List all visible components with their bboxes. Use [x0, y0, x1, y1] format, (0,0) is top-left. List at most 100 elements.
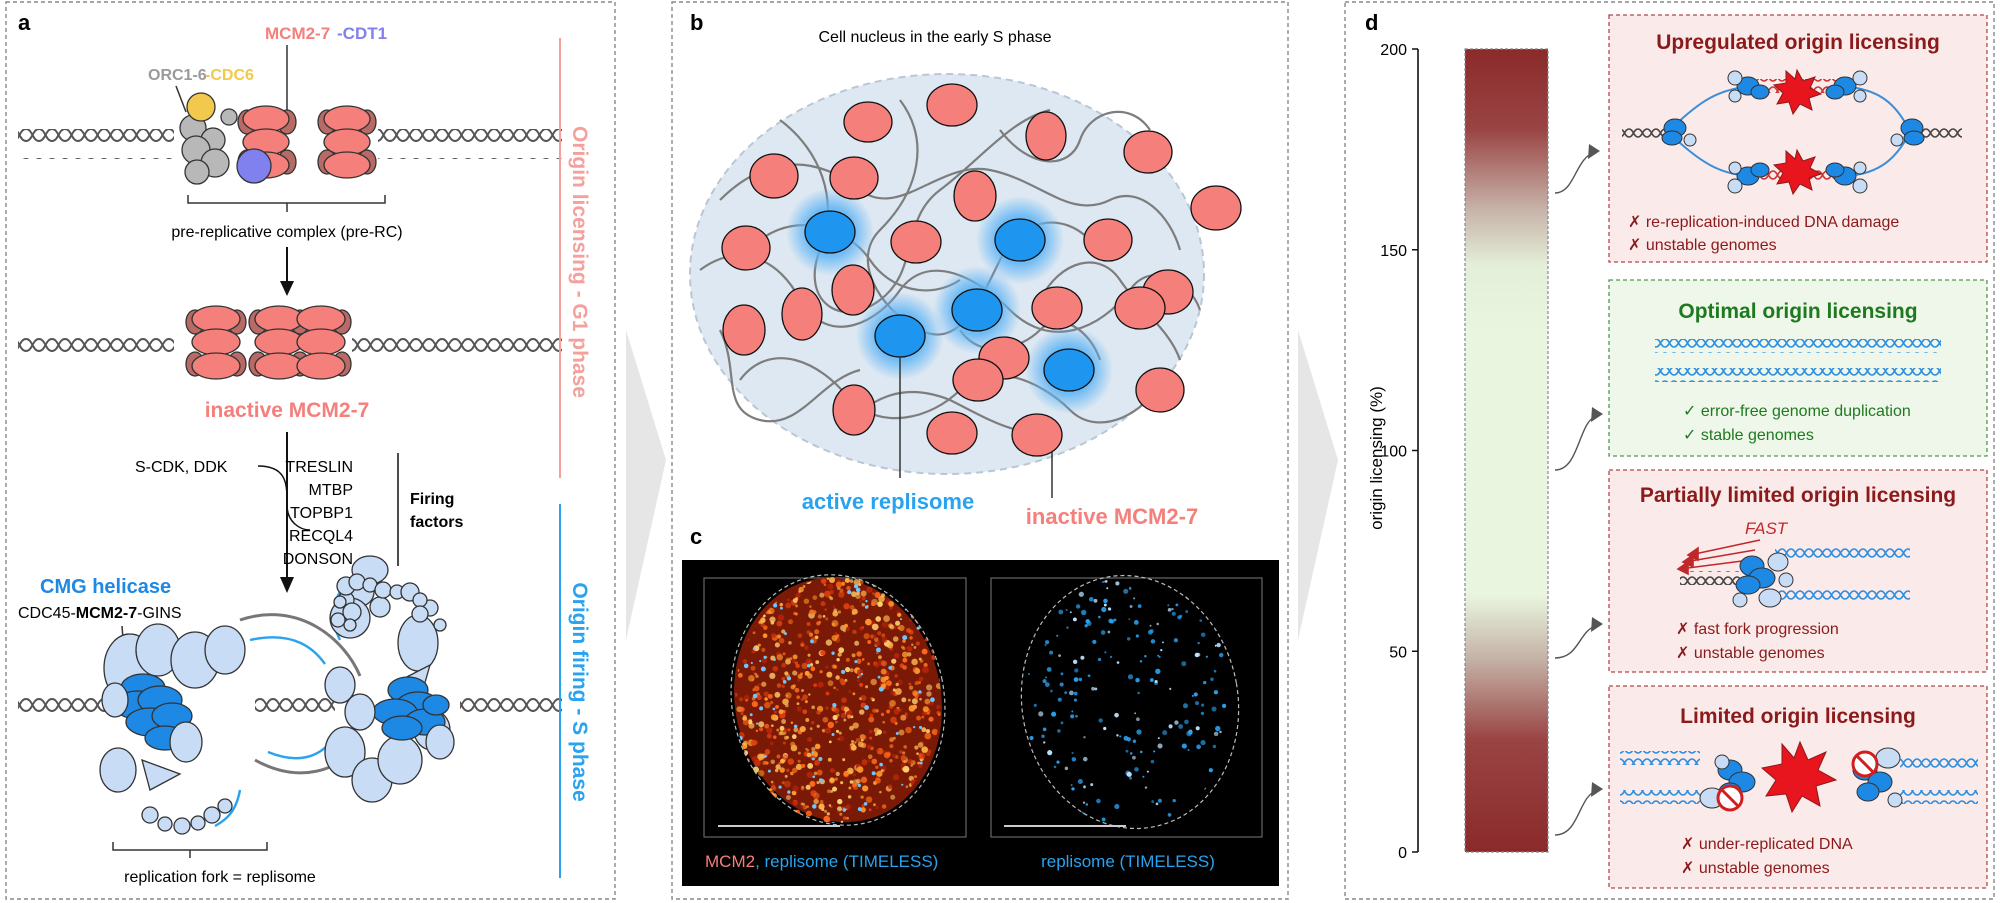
microscopy-inset-right: [990, 577, 1263, 838]
mcm2-speckle: [835, 729, 840, 733]
timeless-speckle: [1208, 768, 1213, 773]
mcm2-speckle: [916, 752, 919, 756]
timeless-speckle: [918, 725, 923, 729]
mcm2-speckle: [918, 676, 924, 682]
timeless-speckle: [1103, 726, 1107, 731]
timeless-speckle: [1188, 730, 1193, 735]
mcm2-speckle: [839, 812, 843, 816]
mcm2-speckle: [809, 609, 815, 615]
mcm2-speckle: [795, 604, 798, 608]
mcm2-speckle: [921, 746, 928, 753]
timeless-speckle: [1155, 802, 1159, 806]
mcm2-speckle: [859, 600, 862, 603]
mcm2-speckle: [791, 734, 797, 740]
mcm2-speckle: [868, 716, 875, 723]
mcm2-speckle: [827, 583, 834, 590]
mcm2-speckle: [794, 661, 799, 665]
mcm2-speckle: [804, 700, 808, 704]
mcm2-speckle: [898, 729, 905, 736]
mcm2-speckle: [767, 693, 773, 699]
mcm2-speckle: [810, 662, 813, 666]
mcm2-speckle: [800, 640, 804, 644]
mcm2-speckle: [814, 743, 821, 750]
timeless-speckle: [1167, 604, 1170, 607]
mcm2-speckle: [805, 784, 811, 790]
mcm2-speckle: [766, 727, 773, 734]
mcm2-speckle: [807, 762, 814, 769]
timeless-speckle: [763, 655, 767, 659]
mcm2-speckle: [849, 668, 854, 673]
mcm2-speckle: [874, 777, 881, 784]
timeless-speckle: [855, 587, 861, 593]
mcm2-speckle: [769, 788, 773, 792]
mcm2-speckle: [845, 710, 853, 717]
timeless-speckle: [778, 785, 782, 789]
prerc-label: pre-replicative complex (pre-RC): [171, 224, 402, 241]
timeless-speckle: [752, 693, 758, 699]
mcm2-speckle: [922, 666, 929, 674]
timeless-speckle: [1134, 767, 1139, 772]
mcm2-speckle: [816, 710, 821, 715]
timeless-speckle: [871, 771, 876, 776]
mcm2-speckle: [804, 670, 810, 676]
mcm2-speckle: [861, 658, 865, 661]
mcm2-speckle: [872, 592, 875, 595]
mcm2-speckle: [808, 693, 811, 696]
timeless-speckle: [760, 666, 766, 672]
mcm2-speckle: [905, 785, 909, 789]
mcm2-speckle: [769, 741, 774, 746]
timeless-speckle: [1139, 750, 1143, 754]
mcm2-speckle: [851, 740, 855, 744]
orc-label: ORC1-6: [148, 67, 207, 84]
cmg-label: CMG helicase: [40, 576, 171, 598]
mcm2-speckle: [908, 685, 914, 690]
factor-mtbp: MTBP: [309, 482, 353, 499]
mcm2-speckle: [888, 601, 895, 607]
mcm2-speckle: [856, 766, 864, 773]
timeless-speckle: [1056, 760, 1060, 764]
mcm2-speckle: [921, 648, 928, 655]
mcm2-speckle: [763, 625, 768, 630]
mcm2-speckle: [931, 728, 939, 736]
timeless-speckle: [1101, 606, 1107, 613]
timeless-speckle: [1221, 703, 1227, 709]
panel-b-label: b: [690, 10, 703, 35]
mcm2-speckle: [761, 647, 766, 652]
mcm2-speckle: [921, 715, 925, 719]
mcm2-speckle: [844, 623, 848, 628]
mcm2-speckle: [893, 774, 900, 781]
timeless-speckle: [1213, 669, 1217, 673]
timeless-speckle: [1033, 703, 1037, 707]
timeless-speckle: [1125, 749, 1129, 753]
timeless-speckle: [1115, 581, 1120, 586]
mcm2-speckle: [758, 757, 762, 761]
timeless-speckle: [878, 686, 884, 692]
mcm2-speckle: [782, 698, 789, 706]
mcm2-speckle: [923, 662, 928, 668]
mcm2-speckle: [792, 598, 798, 604]
timeless-speckle: [1072, 617, 1077, 622]
mcm2-speckle: [838, 731, 842, 735]
mcm2-speckle: [809, 605, 812, 608]
timeless-speckle: [1108, 618, 1113, 624]
timeless-speckle: [1200, 740, 1206, 746]
mcm2-speckle: [778, 731, 783, 736]
mcm2-speckle: [795, 663, 800, 669]
box-optimal-line-1: ✓ error-free genome duplication: [1683, 403, 1911, 420]
mcm2-speckle: [833, 686, 836, 690]
mcm2-speckle: [917, 761, 921, 765]
mcm2-speckle: [792, 684, 797, 688]
mcm2-speckle: [834, 632, 838, 636]
timeless-speckle: [811, 751, 814, 754]
mcm2-speckle: [827, 757, 832, 762]
timeless-speckle: [759, 659, 762, 663]
mcm2-speckle: [824, 809, 828, 813]
mcm2-speckle: [899, 708, 903, 712]
mcm2-speckle: [903, 745, 908, 749]
mcm2-speckle: [778, 761, 782, 765]
timeless-speckle: [1074, 668, 1079, 673]
mcm2-speckle: [823, 815, 831, 823]
timeless-speckle: [1150, 639, 1156, 644]
mcm2-speckle: [872, 708, 877, 713]
panel-a-frame: [5, 1, 616, 900]
